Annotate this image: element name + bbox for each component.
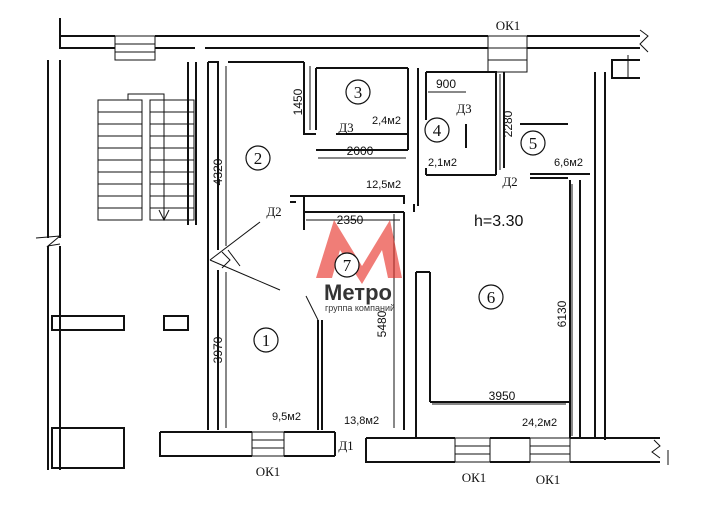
- door-label-d1: Д1: [338, 438, 353, 453]
- window-label-bottom-right: ОК1: [536, 472, 561, 487]
- room-areas: 9,5м2 12,5м2 2,4м2 2,1м2 6,6м2 24,2м2 13…: [272, 115, 583, 429]
- room-6-area: 24,2м2: [522, 417, 557, 429]
- room-4-area: 2,1м2: [428, 157, 457, 169]
- outer-walls: [35, 18, 669, 470]
- room-1-number: 1: [262, 331, 271, 350]
- staircase: [97, 93, 195, 222]
- door-label-d2-room5: Д2: [502, 174, 517, 189]
- dim-2000: 2000: [347, 144, 374, 158]
- windows: [114, 35, 571, 463]
- room-numbers: 1 2 3 4 5 6 7: [245, 79, 546, 353]
- ceiling-height: h=3.30: [474, 213, 523, 230]
- dim-2350: 2350: [337, 213, 364, 227]
- room-5-number: 5: [529, 134, 538, 153]
- room-4-number: 4: [433, 121, 442, 140]
- room-3-number: 3: [354, 83, 363, 102]
- room-5-area: 6,6м2: [554, 157, 583, 169]
- watermark-tagline: группа компаний: [325, 303, 395, 313]
- dim-3950: 3950: [489, 389, 516, 403]
- door-labels: Д1 Д2 Д2 Д3 Д3: [266, 101, 517, 453]
- window-label-bottom-left: ОК1: [256, 464, 281, 479]
- room-6-number: 6: [487, 288, 496, 307]
- window-label-bottom-mid: ОК1: [462, 470, 487, 485]
- interior-walls: [207, 61, 590, 438]
- dim-4320: 4320: [211, 158, 225, 185]
- dim-1450: 1450: [291, 88, 305, 115]
- dimension-labels: 4320 3970 1450 2000 900 2280 2350 5480 6…: [211, 77, 569, 403]
- dim-2280: 2280: [501, 110, 515, 137]
- room-7-number: 7: [343, 256, 352, 275]
- window-labels: ОК1 ОК1 ОК1 ОК1: [256, 18, 561, 487]
- dim-3970: 3970: [211, 336, 225, 363]
- dim-900: 900: [436, 77, 456, 91]
- door-label-d2-corridor: Д2: [266, 204, 281, 219]
- room-1-area: 9,5м2: [272, 411, 301, 423]
- window-label-top: ОК1: [496, 18, 521, 33]
- room-3-area: 2,4м2: [372, 115, 401, 127]
- room-2-number: 2: [254, 149, 263, 168]
- logo-m-shape: [316, 220, 402, 284]
- room-7-area: 13,8м2: [344, 415, 379, 427]
- door-label-d3-room4: Д3: [456, 101, 471, 116]
- watermark-logo: Метро группа компаний: [316, 220, 402, 313]
- room-2-area: 12,5м2: [366, 179, 401, 191]
- watermark-brand: Метро: [324, 280, 392, 305]
- door-label-d3-room3: Д3: [338, 120, 353, 135]
- dim-6130: 6130: [555, 300, 569, 327]
- dim-5480: 5480: [375, 310, 389, 337]
